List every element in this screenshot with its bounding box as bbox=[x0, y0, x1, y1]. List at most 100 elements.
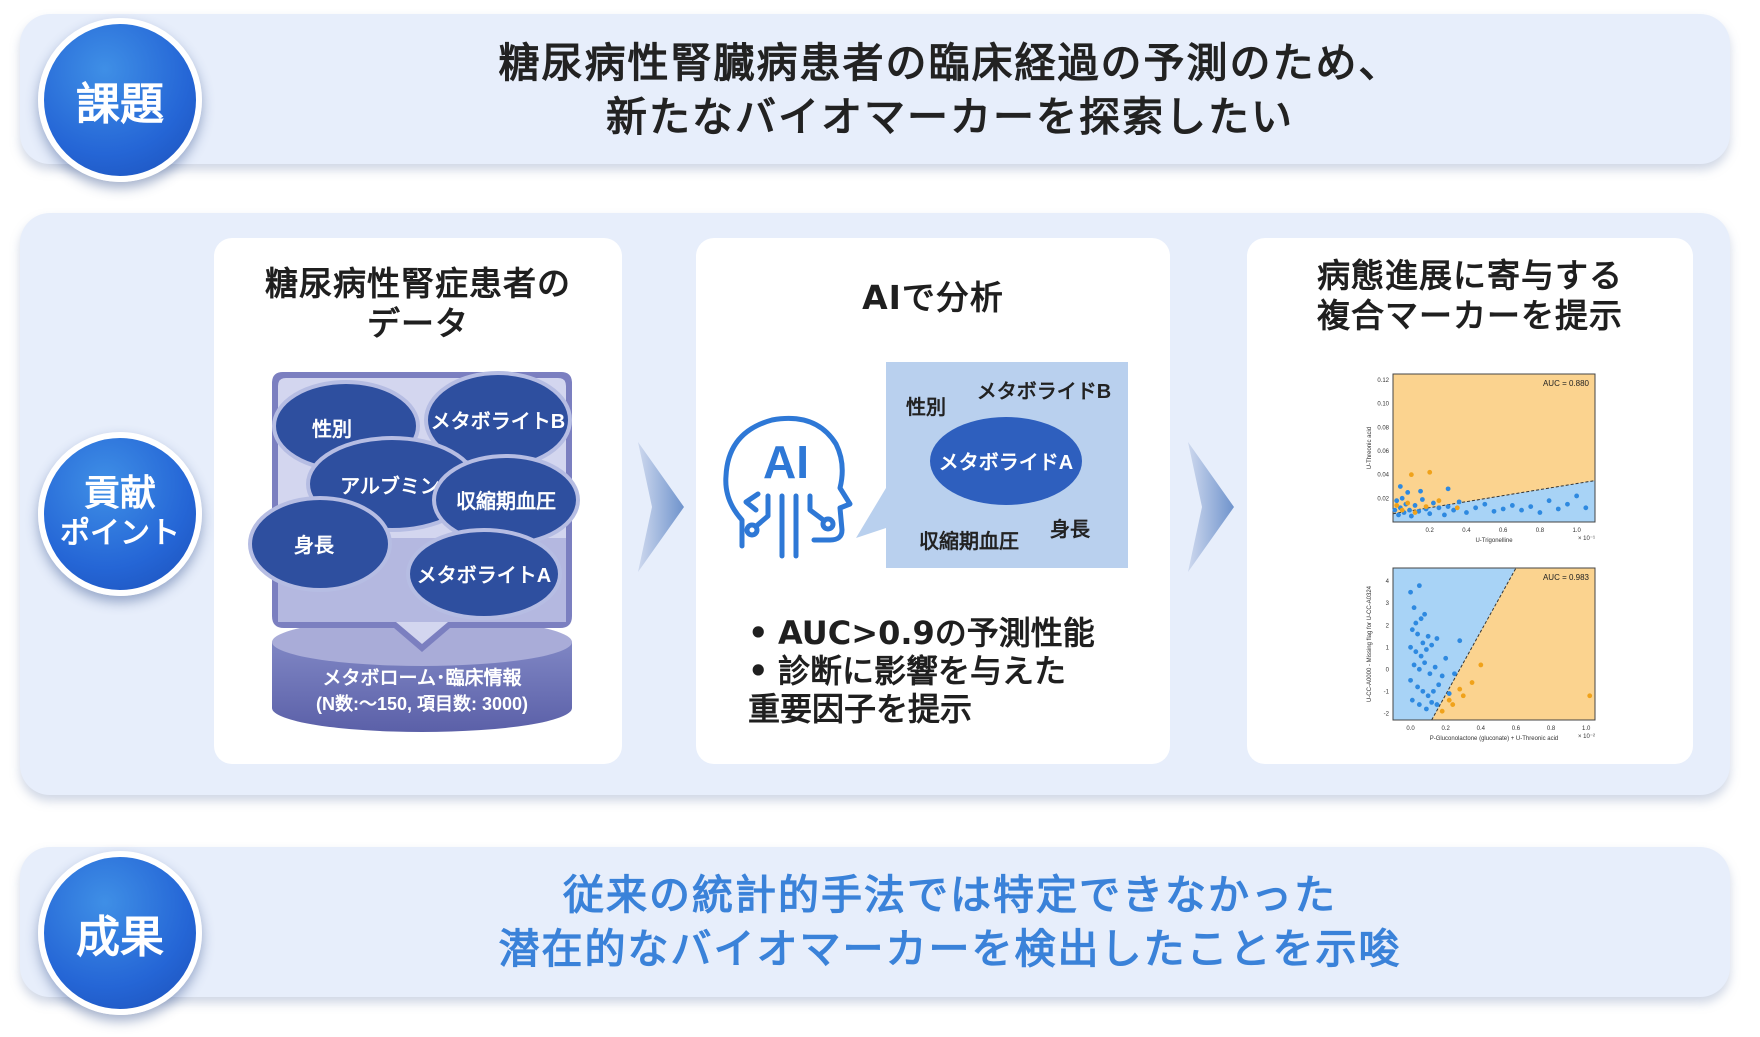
plot-2-auc-annotation: AUC = 0.983 bbox=[1543, 573, 1590, 582]
plot-2-point-blue bbox=[1452, 671, 1457, 677]
plot-2-point-orange bbox=[1469, 680, 1475, 685]
ai-card-title: AIで分析 bbox=[862, 278, 1004, 317]
result-badge: 成果 bbox=[38, 851, 202, 1015]
plot-1-point-blue bbox=[1442, 512, 1447, 518]
plot-1-point-blue bbox=[1436, 505, 1442, 511]
plot-2-point-blue bbox=[1418, 653, 1424, 659]
plot-1-x-axis-label: U-Trigonelline bbox=[1475, 538, 1513, 544]
bullet-continuation: 重要因子を提示 bbox=[748, 690, 973, 728]
plot-1-frame bbox=[1392, 373, 1596, 523]
plot-1-decision-boundary bbox=[1392, 480, 1596, 515]
plot-1-point-blue bbox=[1407, 507, 1412, 513]
plot-2-point-blue bbox=[1408, 589, 1413, 595]
plot-1-point-orange bbox=[1423, 504, 1429, 510]
bubble-label-metabolite-b: メタボライトB bbox=[431, 410, 565, 433]
result-badge-label: 成果 bbox=[76, 912, 164, 963]
plot-1-point-orange bbox=[1394, 503, 1400, 508]
data-card-title-line-1: 糖尿病性腎症患者の bbox=[265, 264, 571, 303]
plot-1-point-blue bbox=[1482, 501, 1488, 507]
plot-1-y-tick-label: 0.02 bbox=[1377, 496, 1389, 502]
plot-2-x-multiplier: × 10⁻² bbox=[1578, 734, 1595, 740]
plot-1-point-blue bbox=[1451, 507, 1456, 513]
plot-1-y-tick-label: 0.12 bbox=[1377, 378, 1389, 384]
data-illustration: メタボローム･臨床情報 (N数:～150, 項目数: 3000) 性別 メタボラ… bbox=[248, 371, 580, 732]
ai-analysis-card: AIで分析 メタボライドB 性別 メタボライドA 収縮期血圧 身長 AI •AU… bbox=[696, 238, 1170, 764]
plot-2-point-blue bbox=[1422, 660, 1428, 666]
plot-2-point-blue bbox=[1457, 638, 1463, 644]
data-bubble-blood-pressure: 収縮期血圧 bbox=[432, 454, 580, 546]
plot-1-point-orange bbox=[1436, 498, 1442, 504]
plot-2-point-orange bbox=[1587, 693, 1593, 699]
plot-1-point-blue bbox=[1394, 498, 1400, 504]
plot-1-point-blue bbox=[1509, 503, 1515, 508]
result-band bbox=[20, 847, 1730, 997]
plot-1-y-tick-label: 0.08 bbox=[1377, 425, 1389, 431]
task-line-2: 新たなバイオマーカーを探索したい bbox=[606, 93, 1294, 141]
plot-2-blue-region bbox=[1393, 568, 1516, 720]
plot-2-point-blue bbox=[1415, 631, 1420, 637]
plot-2-point-blue bbox=[1411, 605, 1417, 611]
plot-2-x-tick-label: 1.0 bbox=[1582, 726, 1591, 732]
contribution-badge-line-1: 貢献 bbox=[83, 473, 156, 514]
plot-2-x-tick-label: 0.2 bbox=[1442, 726, 1451, 732]
ai-head-icon bbox=[723, 415, 853, 559]
bullet-auc: AUC>0.9の予測性能 bbox=[778, 614, 1095, 652]
ai-results-list: •AUC>0.9の予測性能 •診断に影響を与えた 重要因子を提示 bbox=[748, 614, 1148, 728]
plot-2-point-blue bbox=[1415, 684, 1420, 690]
plot-1-point-blue bbox=[1408, 513, 1414, 519]
plot-2-point-blue bbox=[1425, 633, 1431, 639]
plot-1-point-orange bbox=[1412, 510, 1418, 515]
task-badge-label: 課題 bbox=[76, 79, 164, 130]
plot-2-point-blue bbox=[1416, 583, 1422, 589]
task-statement: 糖尿病性腎臓病患者の臨床経過の予測のため、 新たなバイオマーカーを探索したい bbox=[200, 36, 1700, 144]
plot-1-auc-annotation: AUC = 0.880 bbox=[1543, 379, 1590, 388]
plot-1-point-blue bbox=[1491, 508, 1497, 514]
plot-2-x-axis-label: P-Gluconolactone (gluconate) + U-Threoni… bbox=[1430, 736, 1559, 742]
bubble-label-gender: 性別 bbox=[312, 418, 352, 441]
plot-1-point-blue bbox=[1473, 505, 1479, 511]
plot-2-point-blue bbox=[1418, 616, 1424, 622]
plot-1-point-blue bbox=[1397, 484, 1403, 489]
database-label-line-1: メタボローム･臨床情報 bbox=[323, 666, 523, 689]
plot-2-point-blue bbox=[1427, 671, 1433, 677]
plot-1-point-blue bbox=[1583, 505, 1589, 511]
plot-1-point-blue bbox=[1392, 507, 1398, 513]
plot-2-point-orange bbox=[1450, 702, 1456, 707]
database-label-line-2: (N数:～150, 項目数: 3000) bbox=[316, 693, 528, 714]
plot-1-point-blue bbox=[1445, 504, 1451, 510]
bubble-label-blood-pressure: 収縮期血圧 bbox=[456, 489, 556, 513]
plot-1-point-orange bbox=[1454, 505, 1460, 511]
screen-label-gender: 性別 bbox=[906, 396, 946, 419]
plot-1-point-blue bbox=[1565, 501, 1570, 507]
bubble-label-albumin: アルブミン bbox=[340, 474, 440, 498]
plot-2-point-blue bbox=[1423, 706, 1429, 712]
plot-1-point-blue bbox=[1500, 506, 1506, 512]
plot-2-point-blue bbox=[1429, 642, 1435, 648]
plot-1-point-blue bbox=[1456, 499, 1462, 505]
plot-2-point-blue bbox=[1446, 691, 1452, 696]
plot-1-point-blue bbox=[1555, 506, 1561, 512]
marker-card-title-line-2: 複合マーカーを提示 bbox=[1317, 296, 1623, 335]
plot-1-x-multiplier: × 10⁻¹ bbox=[1578, 536, 1595, 542]
result-statement: 従来の統計的手法では特定できなかった 潜在的なバイオマーカーを検出したことを示唆 bbox=[200, 868, 1700, 976]
plot-2-y-tick-label: 4 bbox=[1386, 579, 1390, 585]
plot-2-y-tick-label: -1 bbox=[1384, 689, 1390, 695]
plot-1-point-orange bbox=[1427, 469, 1433, 475]
plot-2-point-blue bbox=[1439, 673, 1445, 679]
plot-1-x-tick-label: 0.8 bbox=[1536, 528, 1545, 534]
plot-2-y-tick-label: 3 bbox=[1386, 601, 1390, 607]
plot-1-point-orange bbox=[1405, 500, 1411, 506]
plot-1-point-blue bbox=[1416, 508, 1422, 514]
data-card-title: 糖尿病性腎症患者の データ bbox=[214, 264, 622, 344]
plot-2-point-orange bbox=[1457, 686, 1463, 692]
plot-2-point-blue bbox=[1416, 666, 1422, 672]
result-line-2: 潜在的なバイオマーカーを検出したことを示唆 bbox=[498, 925, 1402, 973]
plot-1-point-orange bbox=[1408, 472, 1414, 478]
plot-2-y-tick-label: 2 bbox=[1386, 623, 1390, 629]
plot-2-point-blue bbox=[1425, 693, 1431, 699]
list-item: •診断に影響を与えた bbox=[748, 652, 1067, 690]
plot-2-point-orange bbox=[1446, 697, 1452, 703]
plot-1-y-tick-label: 0.10 bbox=[1377, 402, 1389, 408]
plot-2-x-tick-label: 0.4 bbox=[1477, 726, 1486, 732]
